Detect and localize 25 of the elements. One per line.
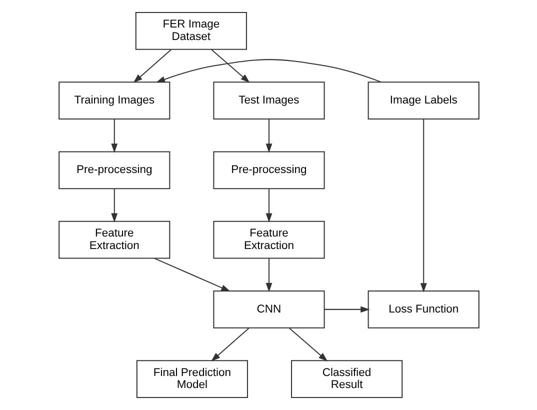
- node-box: Pre-processing: [58, 151, 170, 190]
- arrow: [154, 258, 230, 292]
- arrow: [265, 258, 272, 292]
- node-box: Feature Extraction: [58, 220, 170, 259]
- arrow: [110, 119, 118, 153]
- arrow: [210, 49, 250, 83]
- node-box: Classified Result: [290, 360, 402, 398]
- node-box: CNN: [212, 290, 324, 328]
- node-box: Pre-processing: [212, 151, 324, 190]
- node-box: Feature Extraction: [212, 220, 324, 259]
- node-box: Training Images: [58, 82, 170, 120]
- arrow: [420, 119, 426, 292]
- arrow: [288, 328, 328, 362]
- arrow: [132, 49, 171, 83]
- arrow: [210, 328, 249, 362]
- arrow: [155, 59, 381, 83]
- node-box: Loss Function: [367, 290, 479, 328]
- arrow: [324, 306, 370, 313]
- node-box: Final Prediction Model: [136, 360, 248, 398]
- arrow: [265, 188, 272, 222]
- arrow: [265, 119, 272, 153]
- node-box: Image Labels: [367, 82, 479, 120]
- node-box: FER Image Dataset: [134, 12, 246, 50]
- node-box: Test Images: [212, 82, 324, 120]
- arrow: [110, 188, 118, 222]
